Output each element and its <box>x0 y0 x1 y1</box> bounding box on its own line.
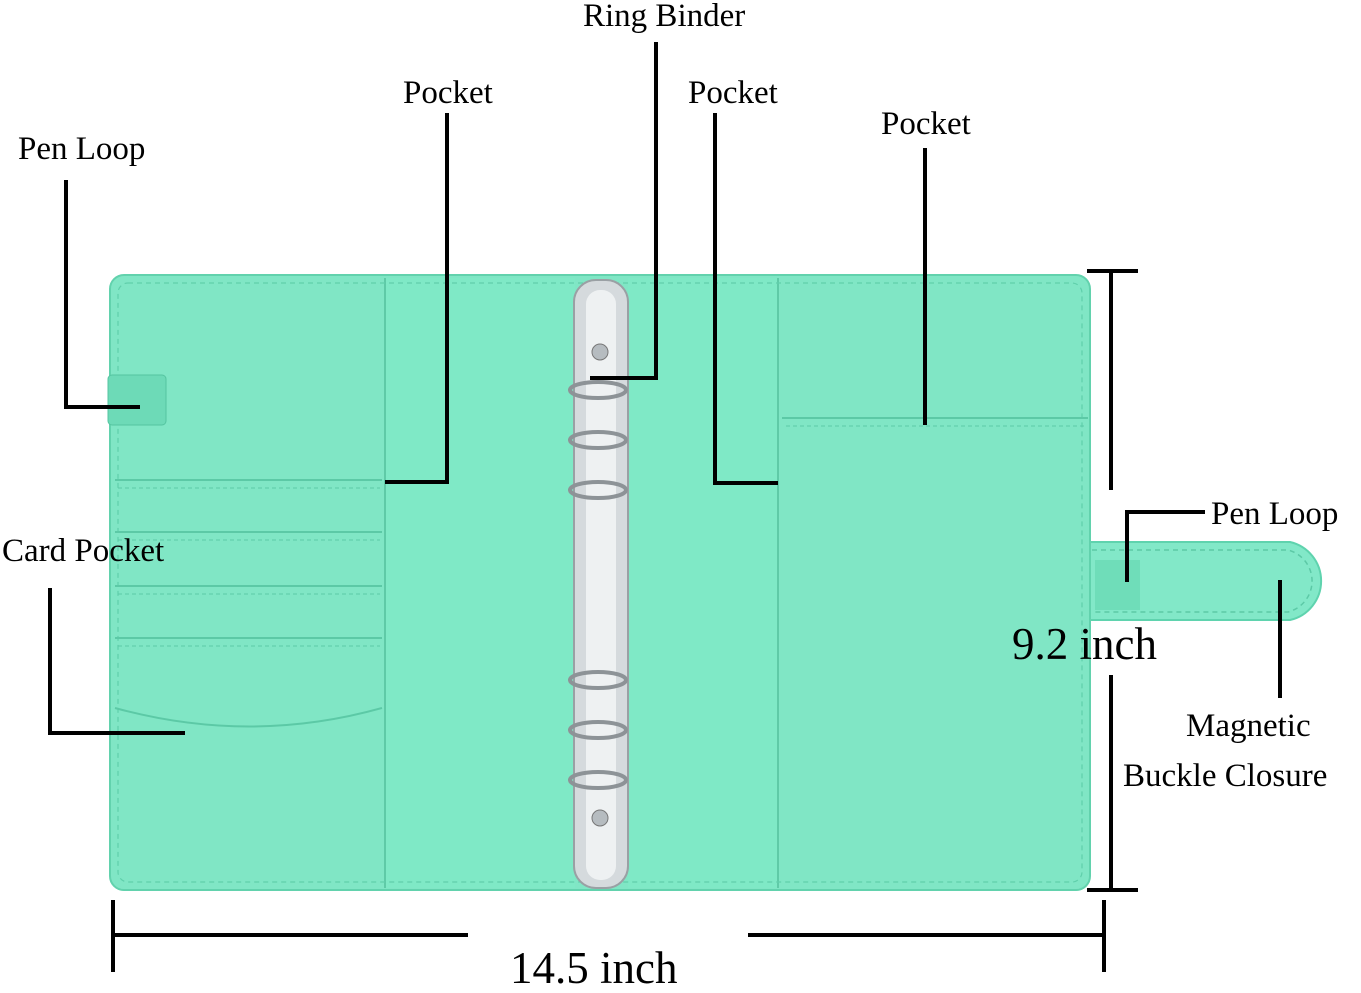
callout-lines <box>48 42 1282 735</box>
dimension-lines <box>111 269 1138 972</box>
label-ring-binder: Ring Binder <box>583 0 746 34</box>
width-dimension-label: 14.5 inch <box>510 943 678 993</box>
label-pocket-right: Pocket <box>881 106 971 142</box>
label-pocket-middle: Pocket <box>688 75 778 111</box>
label-pen-loop-right: Pen Loop <box>1211 496 1339 532</box>
label-card-pocket: Card Pocket <box>2 533 165 569</box>
label-magnetic: Magnetic <box>1186 708 1311 744</box>
height-dimension-label: 9.2 inch <box>1012 619 1157 669</box>
label-pen-loop-left: Pen Loop <box>18 131 146 167</box>
label-buckle-closure: Buckle Closure <box>1123 758 1328 794</box>
label-pocket-left: Pocket <box>403 75 493 111</box>
